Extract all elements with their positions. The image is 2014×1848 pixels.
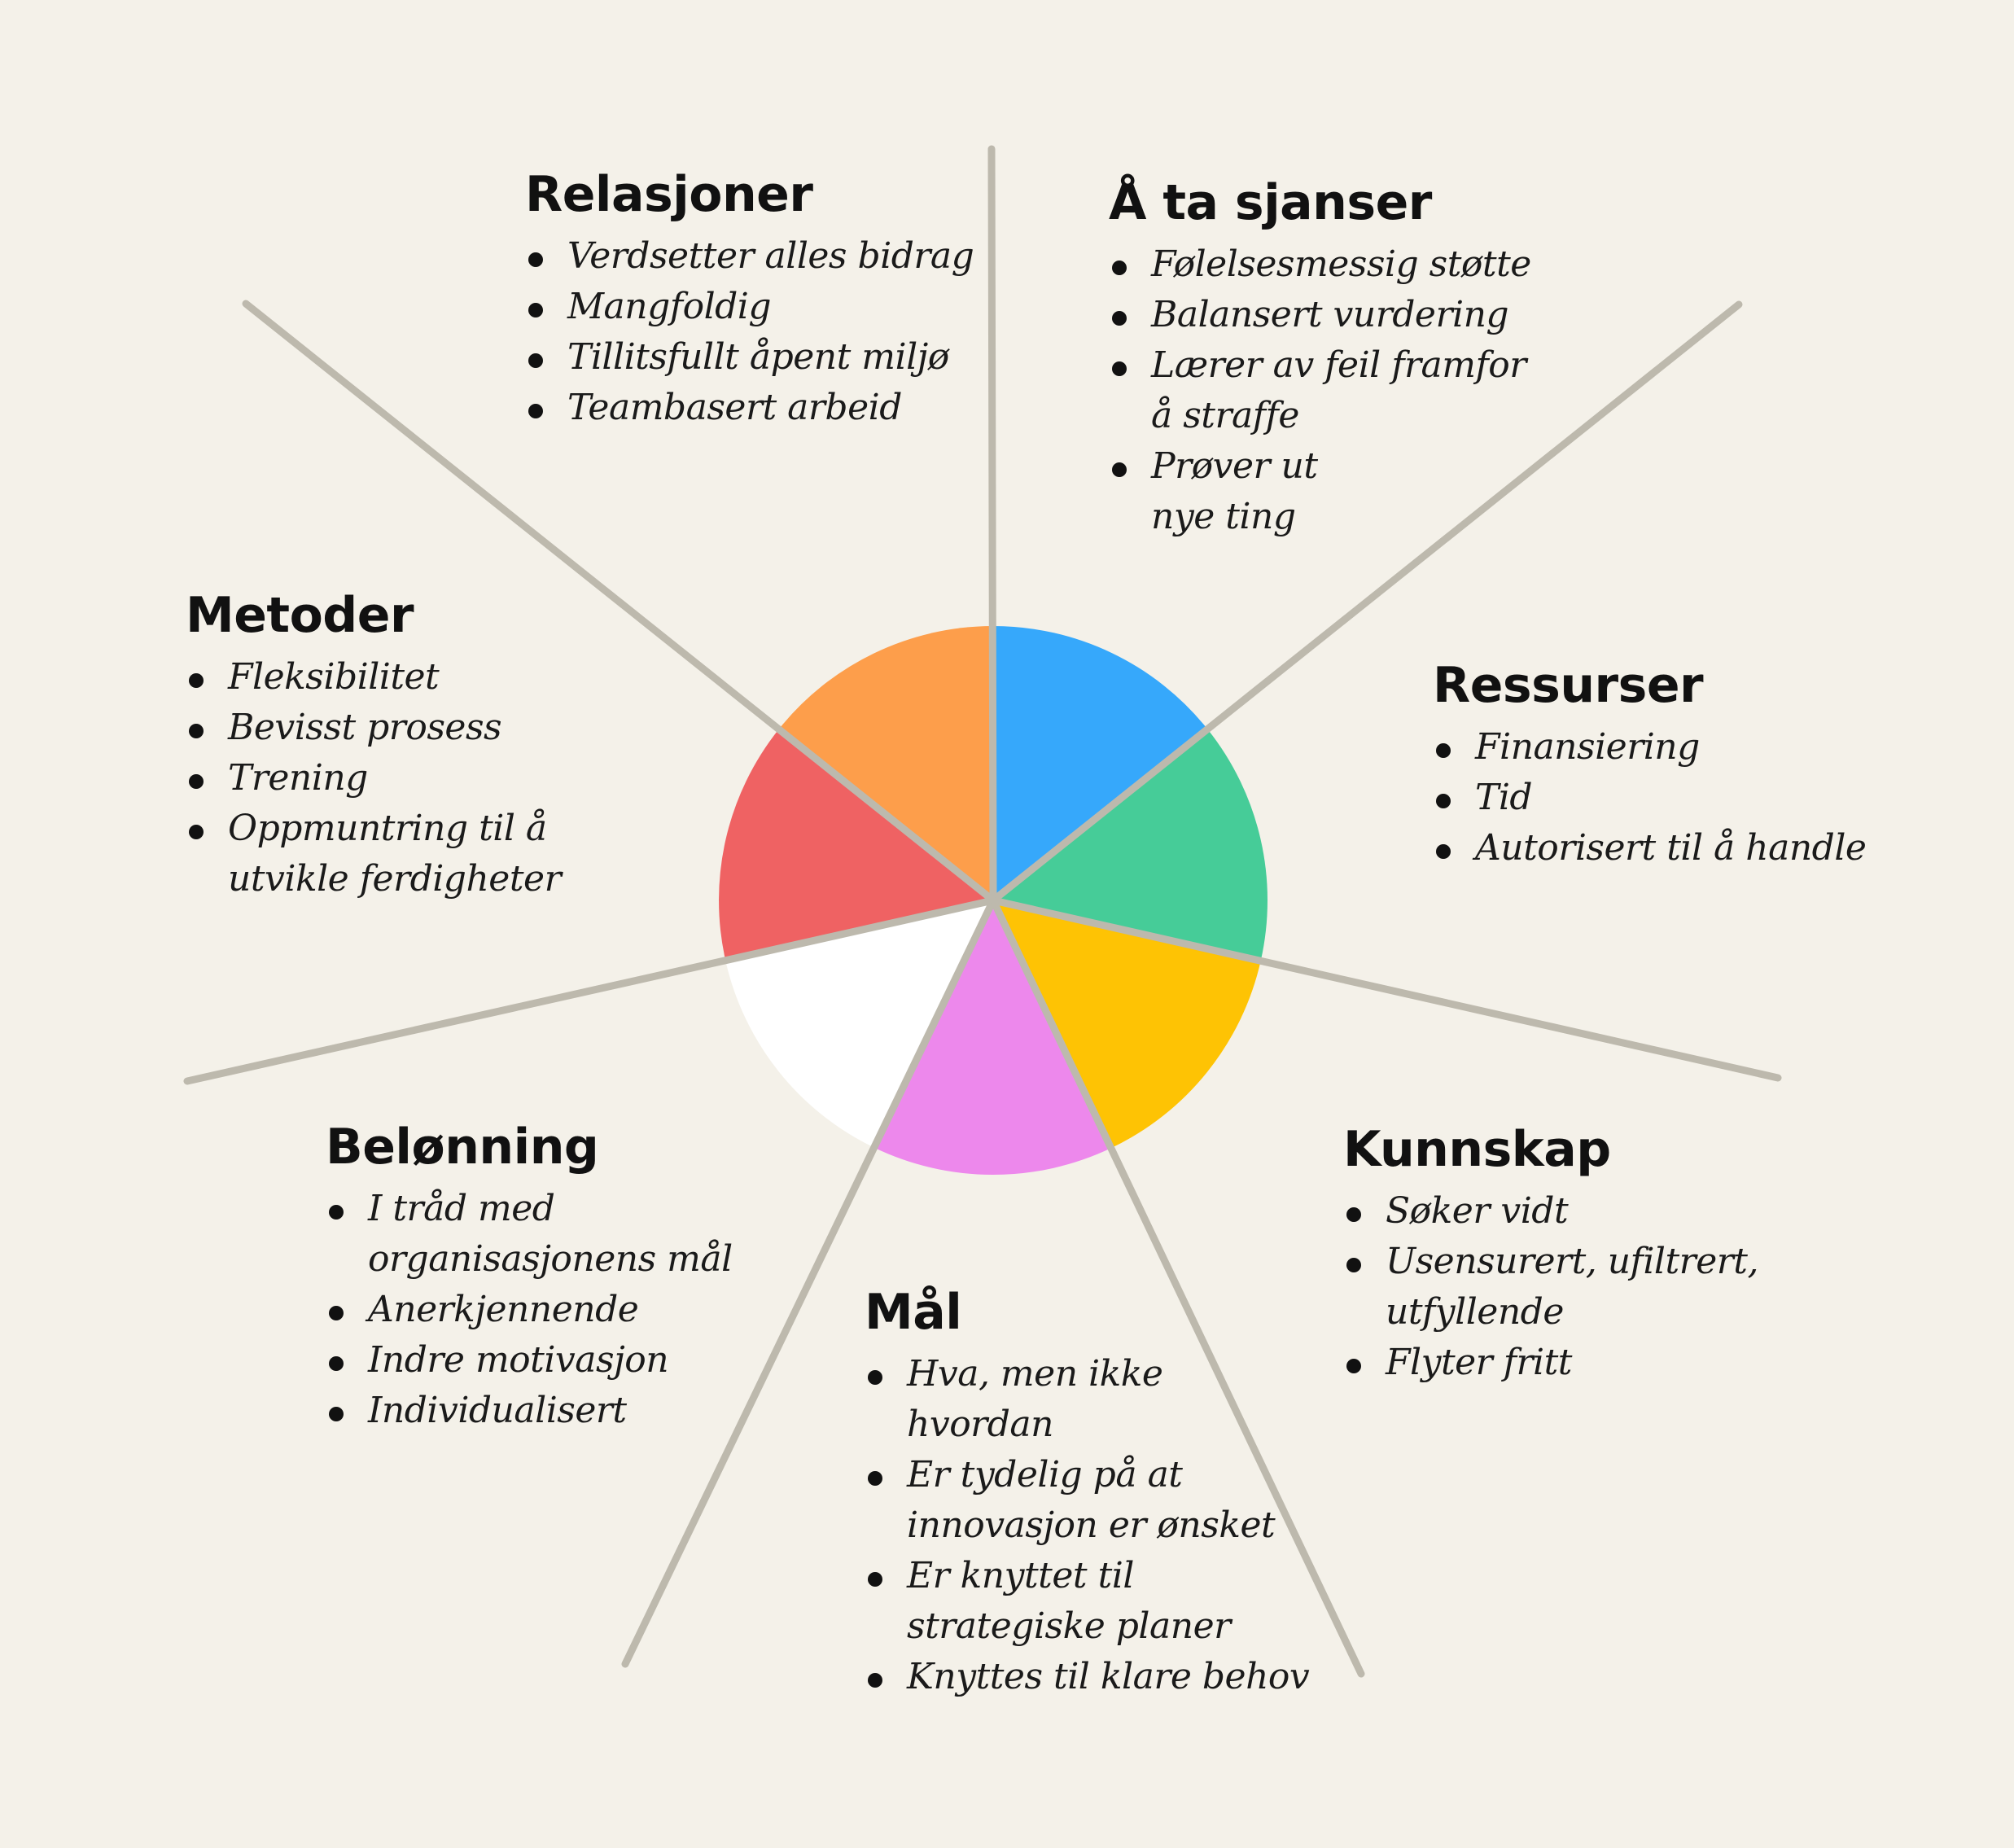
list-item: Anerkjennende (326, 1285, 1140, 1335)
list-item: Hva, men ikke hvordan (865, 1349, 1679, 1450)
section-title: Belønning (326, 1119, 599, 1176)
list-item: Autorisert til å handle (1433, 823, 2014, 874)
list-item: Flyter fritt (1343, 1338, 2014, 1388)
list-item: Tid (1433, 773, 2014, 823)
list-item: Er knyttet til strategiske planer (865, 1551, 1679, 1652)
section-title: Metoder (186, 587, 414, 644)
list-item: Knyttes til klare behov (865, 1652, 1679, 1702)
wheel-segment-mal (873, 900, 1111, 1176)
section-kunnskap: Kunnskap Søker vidt Usensurert, ufiltrer… (1343, 1122, 2014, 1388)
wheel-segment-a_ta_sjanser (992, 625, 1208, 900)
list-item: Individualisert (326, 1386, 1140, 1436)
section-ressurser: Ressurser Finansiering Tid Autorisert ti… (1433, 658, 2014, 874)
section-title: Relasjoner (525, 166, 813, 223)
list-item: Lærer av feil framfor å straffe (1109, 340, 1923, 441)
wheel-spoke (242, 300, 997, 904)
section-list: I tråd med organisasjonens mål Anerkjenn… (326, 1184, 1140, 1436)
section-list: Finansiering Tid Autorisert til å handle (1433, 722, 2014, 874)
wheel-spokes (183, 145, 1782, 1678)
list-item: Verdsetter alles bidrag (525, 231, 1339, 282)
section-list: Søker vidt Usensurert, ufiltrert, utfyll… (1343, 1186, 2014, 1388)
wheel-spoke (621, 896, 997, 1668)
section-metoder: Metoder Fleksibilitet Bevisst prosess Tr… (186, 588, 1000, 904)
list-item: Er tydelig på at innovasjon er ønsket (865, 1450, 1679, 1551)
section-list: Følelsesmessig støtte Balansert vurderin… (1109, 239, 1923, 542)
list-item: Tillitsfullt åpent miljø (525, 332, 1339, 383)
list-item: Prøver ut nye ting (1109, 441, 1923, 542)
list-item: Følelsesmessig støtte (1109, 239, 1923, 290)
list-item: Usensurert, ufiltrert, utfyllende (1343, 1237, 2014, 1338)
section-belonning: Belønning I tråd med organisasjonens mål… (326, 1119, 1140, 1436)
section-list: Verdsetter alles bidrag Mangfoldig Tilli… (525, 231, 1339, 433)
section-relasjoner: Relasjoner Verdsetter alles bidrag Mangf… (525, 167, 1339, 433)
section-a-ta-sjanser: Å ta sjanser Følelsesmessig støtte Balan… (1109, 175, 1923, 542)
wheel-segments (719, 625, 1268, 1176)
wheel-segment-relasjoner (778, 626, 993, 900)
wheel-segment-ressurser (993, 729, 1268, 961)
wheel-spoke (987, 145, 997, 904)
wheel-spoke (989, 300, 1743, 904)
list-item: Oppmuntring til å utvikle ferdigheter (186, 804, 1000, 904)
section-list: Hva, men ikke hvordan Er tydelig på at i… (865, 1349, 1679, 1702)
list-item: I tråd med organisasjonens mål (326, 1184, 1140, 1285)
section-title: Å ta sjanser (1109, 174, 1432, 231)
wheel-segment-metoder (719, 729, 993, 961)
list-item: Finansiering (1433, 722, 2014, 773)
list-item: Fleksibilitet (186, 652, 1000, 703)
section-list: Fleksibilitet Bevisst prosess Trening Op… (186, 652, 1000, 904)
list-item: Teambasert arbeid (525, 383, 1339, 433)
section-mal: Mål Hva, men ikke hvordan Er tydelig på … (865, 1285, 1679, 1702)
list-item: Trening (186, 753, 1000, 804)
wheel-segment-belonning (725, 900, 993, 1148)
wheel-segment-kunnskap (993, 900, 1261, 1149)
wheel-spoke (989, 896, 1782, 1082)
section-title: Ressurser (1433, 657, 1704, 714)
list-item: Mangfoldig (525, 282, 1339, 332)
section-title: Mål (865, 1284, 962, 1341)
section-title: Kunnskap (1343, 1121, 1611, 1178)
list-item: Søker vidt (1343, 1186, 2014, 1237)
list-item: Indre motivasjon (326, 1335, 1140, 1386)
wheel-spoke (989, 896, 1365, 1678)
wheel-spoke (183, 896, 997, 1085)
list-item: Balansert vurdering (1109, 290, 1923, 340)
list-item: Bevisst prosess (186, 703, 1000, 753)
